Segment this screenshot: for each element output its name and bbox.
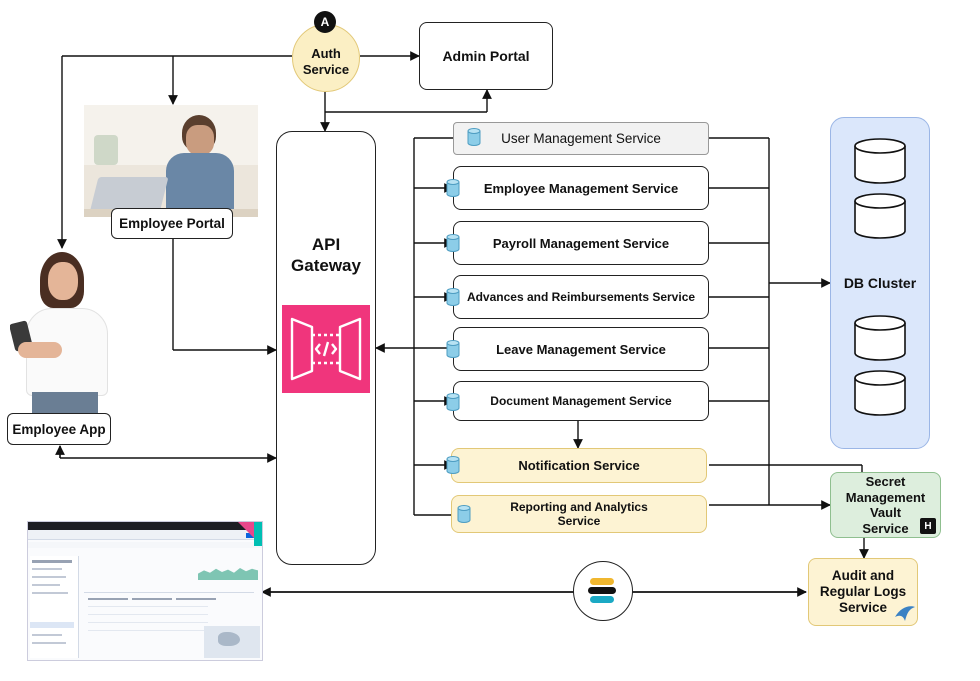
service-db-icon [446, 340, 460, 358]
database-icon [854, 193, 906, 239]
advances-reimbursements-service-node[interactable]: Advances and Reimbursements Service [453, 275, 709, 319]
service-db-icon [446, 393, 460, 411]
auth-service-node[interactable]: Auth Service [292, 24, 360, 92]
service-db-icon [467, 128, 481, 146]
employee-portal-photo [84, 105, 258, 217]
employee-portal-label: Employee Portal [119, 216, 225, 231]
secret-vault-label: Secret Management Vault Service [845, 474, 926, 536]
user-management-service-node[interactable]: User Management Service [453, 122, 709, 155]
employee-app-node[interactable]: Employee App [7, 413, 111, 445]
payroll-management-service-node[interactable]: Payroll Management Service [453, 221, 709, 265]
service-db-icon [446, 456, 460, 474]
vault-logo-icon: H [920, 518, 936, 534]
payroll-management-service-label: Payroll Management Service [492, 235, 670, 251]
auth-logo-icon: A [314, 11, 336, 33]
service-db-icon [446, 234, 460, 252]
document-management-service-node[interactable]: Document Management Service [453, 381, 709, 421]
database-icon [854, 138, 906, 184]
reporting-analytics-service-node[interactable]: Reporting and Analytics Service [451, 495, 707, 533]
document-management-service-label: Document Management Service [490, 394, 672, 408]
admin-portal-node[interactable]: Admin Portal [419, 22, 553, 90]
database-icon [854, 370, 906, 416]
employee-app-label: Employee App [12, 421, 106, 437]
employee-management-service-node[interactable]: Employee Management Service [453, 166, 709, 210]
user-management-service-label: User Management Service [501, 131, 661, 146]
leave-management-service-label: Leave Management Service [496, 341, 666, 357]
notification-service-label: Notification Service [518, 458, 640, 473]
audit-logs-label: Audit and Regular Logs Service [819, 568, 907, 615]
auth-service-label: Auth Service [302, 46, 350, 77]
employee-portal-node[interactable]: Employee Portal [111, 208, 233, 239]
employee-management-service-label: Employee Management Service [483, 180, 679, 196]
service-db-icon [446, 288, 460, 306]
db-cluster-label: DB Cluster [843, 275, 917, 291]
leave-management-service-node[interactable]: Leave Management Service [453, 327, 709, 371]
employee-app-photo [10, 250, 110, 414]
database-icon [854, 315, 906, 361]
elastic-logo-icon [573, 561, 633, 621]
service-db-icon [457, 505, 471, 523]
service-db-icon [446, 179, 460, 197]
reporting-analytics-service-label: Reporting and Analytics Service [510, 500, 648, 528]
advances-reimbursements-service-label: Advances and Reimbursements Service [466, 290, 696, 304]
kibana-dashboard-thumbnail [27, 521, 263, 661]
admin-portal-label: Admin Portal [442, 48, 530, 64]
notification-service-node[interactable]: Notification Service [451, 448, 707, 483]
bird-logo-icon [895, 606, 915, 621]
api-gateway-label: API Gateway [291, 235, 361, 275]
secret-vault-node[interactable]: Secret Management Vault Service [830, 472, 941, 538]
api-gateway-icon [282, 305, 370, 393]
